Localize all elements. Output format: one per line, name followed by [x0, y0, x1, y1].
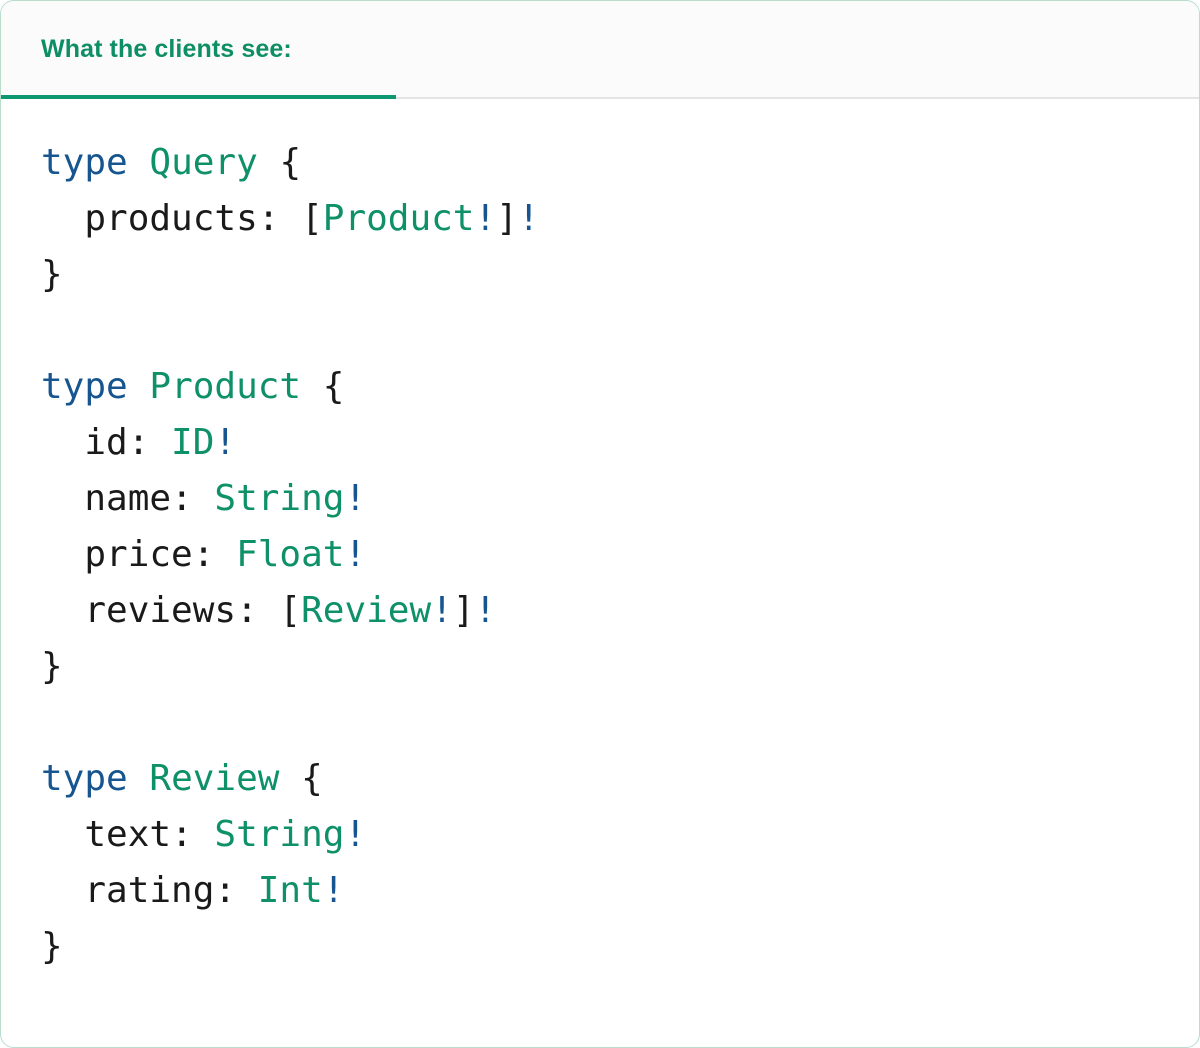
code-token: reviews: [ — [41, 590, 302, 631]
code-line: name: String! — [41, 471, 1199, 527]
code-token — [128, 142, 150, 183]
code-token: ! — [214, 422, 237, 463]
code-line: ​ — [41, 695, 1199, 751]
code-token: ! — [474, 590, 497, 631]
code-token: { — [301, 366, 345, 407]
code-token: text: — [41, 814, 215, 855]
code-line: } — [41, 919, 1199, 975]
code-token: ! — [344, 814, 367, 855]
code-token: type — [41, 758, 128, 799]
code-token: ! — [474, 198, 497, 239]
code-line: type Product { — [41, 359, 1199, 415]
code-token: ! — [344, 534, 367, 575]
code-token: rating: — [41, 870, 258, 911]
code-line: type Query { — [41, 135, 1199, 191]
code-token: String — [214, 478, 345, 519]
code-token: { — [279, 758, 323, 799]
code-token: ! — [517, 198, 540, 239]
code-line: products: [Product!]! — [41, 191, 1199, 247]
graphql-schema-code: type Query { products: [Product!]!}​type… — [41, 135, 1199, 975]
code-line: type Review { — [41, 751, 1199, 807]
code-token: ! — [431, 590, 453, 631]
code-token: String — [214, 814, 345, 855]
tab-bar: What the clients see: — [1, 1, 1199, 99]
code-token: ] — [496, 198, 518, 239]
code-token: ! — [322, 870, 345, 911]
code-line: reviews: [Review!]! — [41, 583, 1199, 639]
code-token — [128, 366, 150, 407]
code-token: } — [41, 646, 63, 687]
code-token: } — [41, 254, 63, 295]
code-token: name: — [41, 478, 215, 519]
code-token: Float — [236, 534, 345, 575]
code-token: ID — [171, 422, 215, 463]
code-token: Int — [257, 870, 323, 911]
code-token: products: [ — [41, 198, 323, 239]
code-line: } — [41, 639, 1199, 695]
code-line: rating: Int! — [41, 863, 1199, 919]
code-token — [128, 758, 150, 799]
code-line: id: ID! — [41, 415, 1199, 471]
code-line: } — [41, 247, 1199, 303]
code-line: text: String! — [41, 807, 1199, 863]
code-line: ​ — [41, 303, 1199, 359]
code-token: Review — [149, 758, 280, 799]
code-token: } — [41, 926, 63, 967]
code-panel: type Query { products: [Product!]!}​type… — [1, 99, 1199, 975]
code-token: ] — [452, 590, 475, 631]
code-token: ! — [344, 478, 367, 519]
tab-what-the-clients-see[interactable]: What the clients see: — [1, 1, 326, 98]
code-token: price: — [41, 534, 237, 575]
code-token: type — [41, 142, 128, 183]
code-token: { — [257, 142, 302, 183]
code-token: type — [41, 366, 128, 407]
code-token: Product — [322, 198, 475, 239]
code-token: Product — [149, 366, 302, 407]
code-token: id: — [41, 422, 172, 463]
code-token: Query — [149, 142, 258, 183]
code-token: Review — [301, 590, 432, 631]
tab-label: What the clients see: — [41, 34, 292, 63]
code-line: price: Float! — [41, 527, 1199, 583]
